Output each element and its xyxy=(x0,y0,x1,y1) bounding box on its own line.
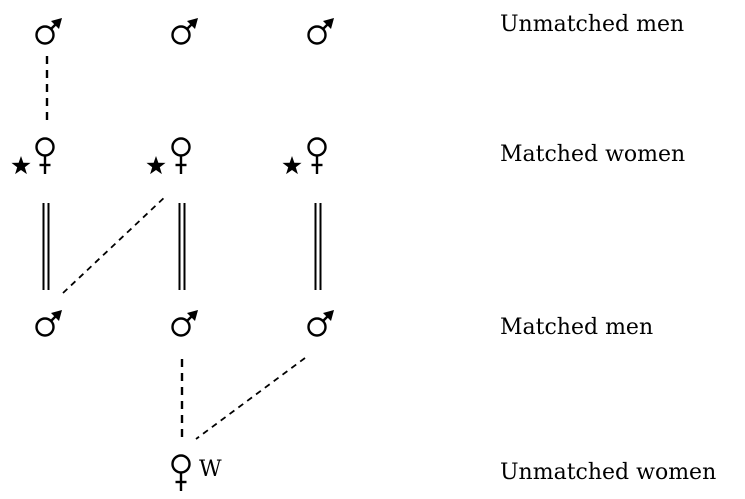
unmatched-man-3-icon xyxy=(307,16,336,45)
star-3-icon xyxy=(282,156,302,175)
star-1-icon xyxy=(11,156,31,175)
star-2-icon xyxy=(146,156,166,175)
matched-man-1-icon xyxy=(35,308,64,337)
matched-woman-3-icon xyxy=(307,137,327,176)
match-edge-2 xyxy=(178,203,186,290)
row-label-unmatched-men: Unmatched men xyxy=(500,12,685,37)
matched-man-2-icon xyxy=(171,308,200,337)
unmatched-man-2-icon xyxy=(171,16,200,45)
matched-woman-2-icon xyxy=(171,137,191,176)
dashed-edge-m3-W xyxy=(195,357,306,440)
row-label-matched-men: Matched men xyxy=(500,315,654,340)
unmatched-woman-label: W xyxy=(199,457,222,482)
dashed-edge-m1-w2 xyxy=(62,194,168,294)
unmatched-man-1-icon xyxy=(35,16,64,45)
match-edge-1 xyxy=(42,203,50,290)
row-label-unmatched-women: Unmatched women xyxy=(500,460,717,485)
matched-woman-1-icon xyxy=(35,137,55,176)
matched-man-3-icon xyxy=(307,308,336,337)
match-edge-3 xyxy=(314,203,322,290)
unmatched-woman-icon xyxy=(171,454,191,493)
row-label-matched-women: Matched women xyxy=(500,142,686,167)
